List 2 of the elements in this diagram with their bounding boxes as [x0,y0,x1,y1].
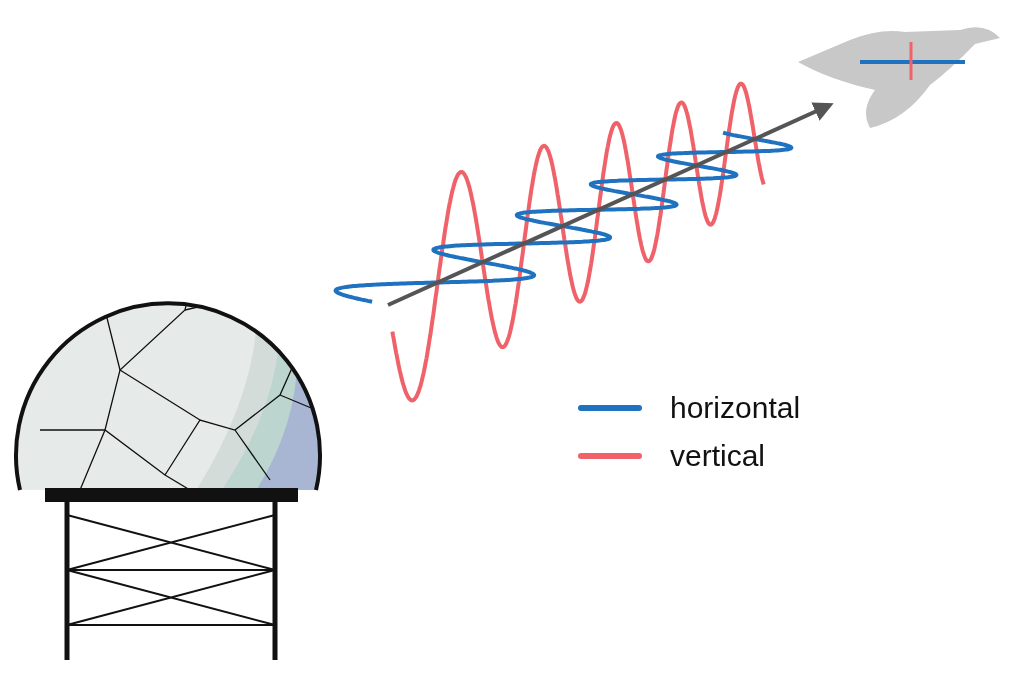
legend-label: horizontal [670,390,801,426]
legend-label: vertical [670,438,766,474]
